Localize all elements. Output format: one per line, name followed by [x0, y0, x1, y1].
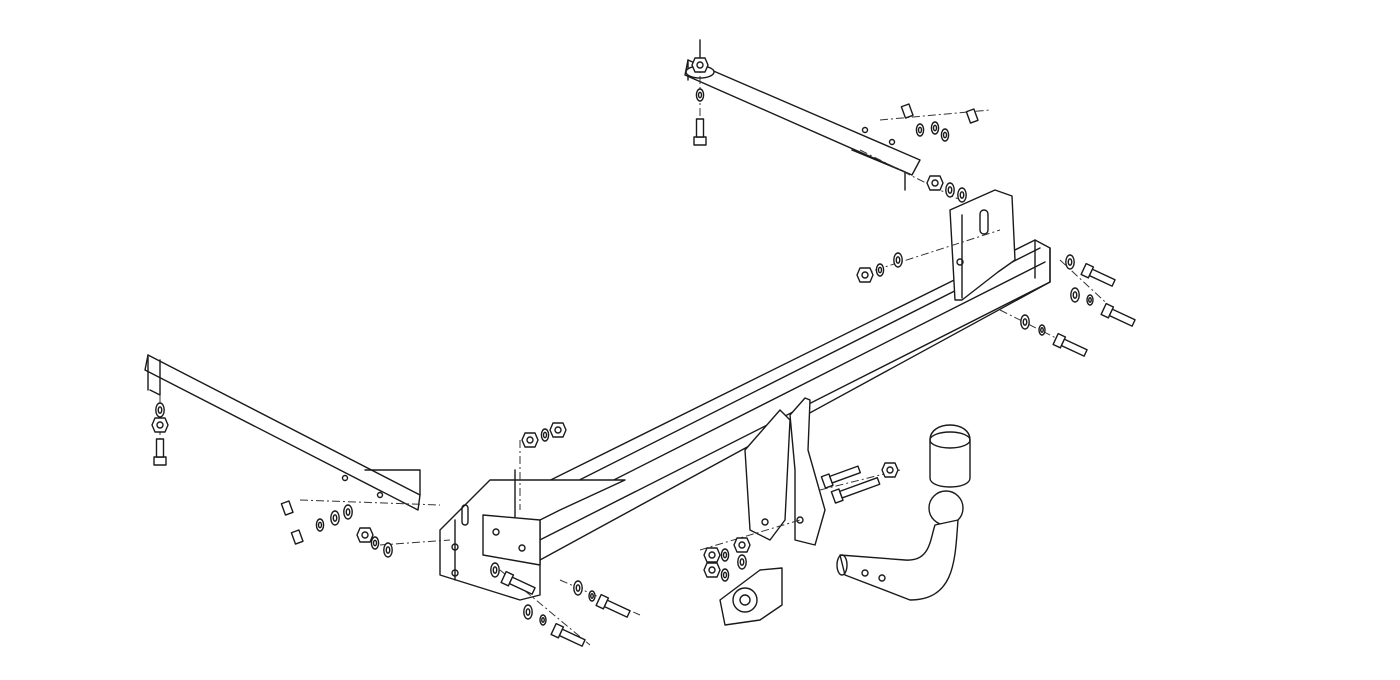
bolt-icon	[1100, 302, 1136, 327]
washer-icon	[370, 536, 380, 550]
washer-icon	[383, 542, 393, 558]
washer-icon	[1070, 287, 1080, 303]
washer-icon	[155, 402, 165, 418]
bolt-icon	[500, 570, 536, 595]
washer-icon	[1065, 254, 1075, 270]
bolt-icon	[595, 593, 631, 618]
washer-icon	[695, 88, 705, 102]
fasteners	[151, 57, 1136, 647]
axis-line	[859, 149, 961, 201]
nut-icon	[356, 527, 374, 543]
nut-icon	[926, 175, 944, 191]
right-chassis-rail	[684, 39, 921, 191]
washer-icon	[720, 548, 730, 562]
nut-icon	[733, 537, 751, 553]
washer-icon	[930, 121, 940, 135]
washer-icon	[490, 562, 500, 578]
washer-icon	[875, 263, 885, 277]
left-chassis-rail	[144, 354, 421, 511]
washer-icon	[588, 590, 596, 602]
bolt-icon	[965, 108, 979, 124]
washer-icon	[940, 128, 950, 142]
bolt-icon	[693, 118, 707, 146]
axis-line	[699, 519, 801, 551]
bolt-icon	[1080, 262, 1116, 287]
electrical-socket-plate	[719, 567, 783, 626]
nut-icon	[151, 417, 169, 433]
washer-icon	[315, 518, 325, 532]
washer-icon	[957, 187, 967, 203]
washer-icon	[343, 504, 353, 520]
washer-icon	[1086, 294, 1094, 306]
nut-icon	[691, 57, 709, 73]
bolt-icon	[900, 103, 914, 119]
bolt-icon	[820, 465, 862, 489]
washer-icon	[915, 123, 925, 137]
nut-icon	[703, 547, 721, 563]
nut-icon	[881, 462, 899, 478]
washer-icon	[540, 428, 550, 442]
washer-icon	[523, 604, 533, 620]
washer-icon	[539, 614, 547, 626]
washer-icon	[1038, 324, 1046, 336]
nut-icon	[521, 432, 539, 448]
washer-icon	[893, 252, 903, 268]
washer-icon	[945, 182, 955, 198]
bolt-icon	[830, 476, 881, 504]
nut-icon	[703, 562, 721, 578]
bolt-icon	[153, 438, 167, 466]
left-mounting-bracket	[439, 469, 626, 601]
hitch-mounting-plates	[744, 397, 826, 546]
axis-line	[379, 539, 451, 546]
nut-icon	[549, 422, 567, 438]
tow-ball-assembly	[836, 424, 971, 601]
washer-icon	[737, 554, 747, 570]
bolt-icon	[550, 622, 586, 647]
bolt-icon	[280, 500, 294, 516]
washer-icon	[720, 568, 730, 582]
washer-icon	[1020, 314, 1030, 330]
nut-icon	[856, 267, 874, 283]
axis-line	[299, 499, 441, 506]
washer-icon	[573, 580, 583, 596]
right-mounting-bracket	[949, 189, 1016, 301]
bolt-icon	[290, 529, 304, 545]
bolt-icon	[1052, 332, 1088, 357]
washer-icon	[330, 510, 340, 526]
assembly-axis-lines	[159, 60, 1131, 646]
